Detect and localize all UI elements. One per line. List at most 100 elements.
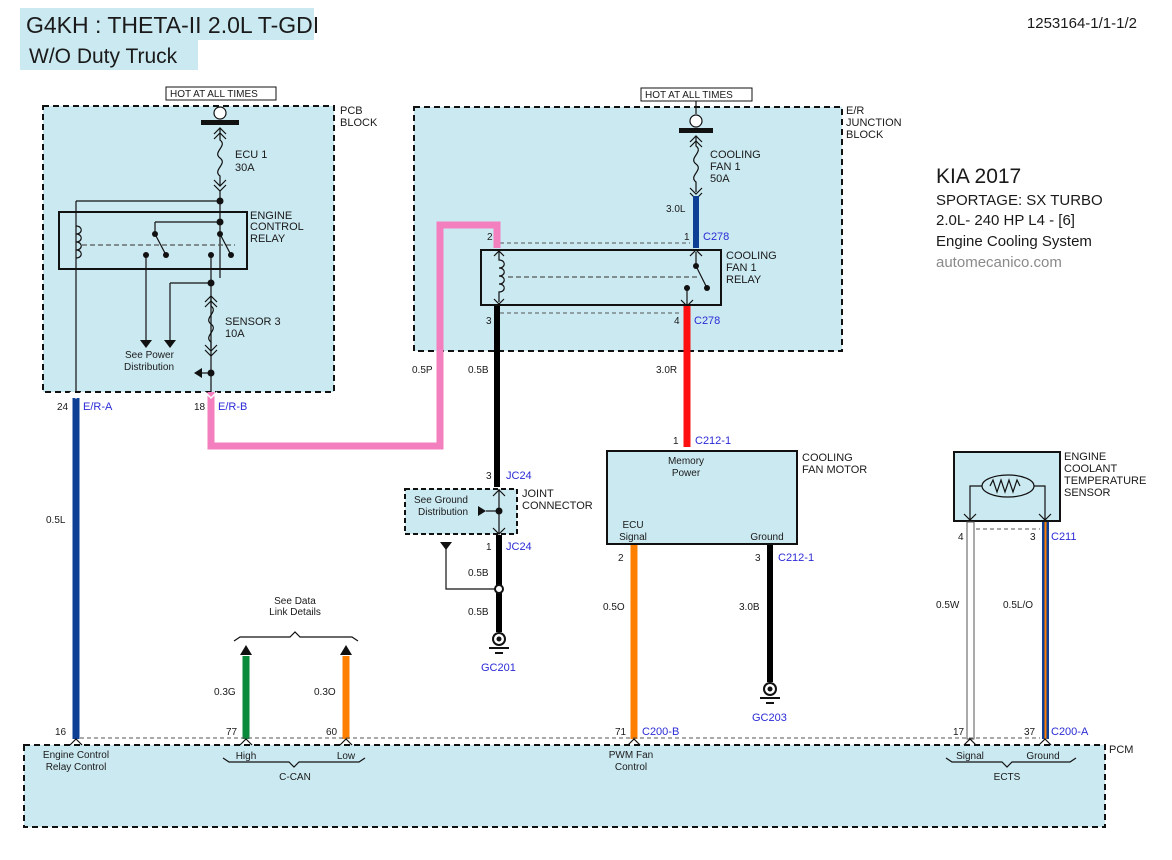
svg-text:CONNECTOR: CONNECTOR (522, 500, 593, 512)
data-link-arrow-icon (240, 645, 352, 655)
connector-jc24-bottom: JC24 (506, 541, 532, 553)
wire-gauge-label: 0.5B (468, 607, 489, 618)
svg-text:BLOCK: BLOCK (846, 129, 884, 141)
pcb-block-label: PCB (340, 105, 363, 117)
wire-gauge-label: 0.5L (46, 515, 66, 526)
svg-text:Distribution: Distribution (124, 362, 174, 373)
ects-label: ECTS (994, 772, 1021, 783)
pcb-block: PCB BLOCK HOT AT ALL TIMES ECU 1 30A (42, 86, 378, 393)
svg-text:Memory: Memory (668, 456, 704, 467)
pcm-relay-control-label: Engine Control (43, 750, 109, 761)
wire-0-5P (207, 221, 501, 450)
wire-gauge-label: 3.0R (656, 365, 677, 376)
cooling-fan1-relay (480, 249, 722, 306)
connector-c211: C211 (1051, 531, 1076, 543)
svg-text:RELAY: RELAY (726, 274, 762, 286)
svg-text:3: 3 (486, 471, 492, 482)
connector-c200-b: C200-B (642, 726, 679, 738)
diagram-title: G4KH : THETA-II 2.0L T-GDI (26, 12, 319, 38)
bus-bar (679, 128, 713, 133)
svg-text:16: 16 (55, 727, 67, 738)
ground-icon (760, 682, 780, 704)
ground-gc203: GC203 (752, 712, 787, 724)
svg-text:RELAY: RELAY (250, 233, 286, 245)
pcm-label: PCM (1109, 744, 1133, 756)
svg-text:COOLANT: COOLANT (1064, 463, 1117, 475)
vehicle-engine: 2.0L- 240 HP L4 - [6] (936, 212, 1075, 229)
wire-gauge-label: 0.3G (214, 687, 236, 698)
fuse-sensor3-label: SENSOR 3 (225, 316, 281, 328)
wire-gauge-label: 0.5P (412, 365, 433, 376)
subtitle-banner (20, 40, 198, 70)
pcm-module: PCM 16 Engine Control Relay Control 77 6… (23, 726, 1133, 828)
see-ground-distribution-ref: See Ground (414, 495, 468, 506)
svg-text:4: 4 (958, 532, 964, 543)
svg-text:1: 1 (673, 436, 679, 447)
connector-c200-a: C200-A (1051, 726, 1089, 738)
ects-ground-label: Ground (1026, 751, 1059, 762)
vehicle-model: SPORTAGE: SX TURBO (936, 192, 1103, 209)
svg-text:77: 77 (226, 727, 238, 738)
svg-text:Distribution: Distribution (418, 507, 468, 518)
joint-connector-label: JOINT (522, 488, 554, 500)
pwm-fan-control-label: PWM Fan (609, 750, 653, 761)
svg-text:FAN 1: FAN 1 (710, 161, 741, 173)
svg-text:Power: Power (672, 468, 701, 479)
ground-ref-arrow-icon (478, 506, 486, 516)
svg-text:JUNCTION: JUNCTION (846, 117, 902, 129)
hot-at-all-times-label: HOT AT ALL TIMES (645, 90, 733, 101)
diagram-subtitle: W/O Duty Truck (29, 45, 178, 68)
connector-c212-1-top: C212-1 (695, 435, 731, 447)
svg-text:Signal: Signal (619, 532, 647, 543)
hot-at-all-times-box (165, 86, 277, 101)
svg-text:18: 18 (194, 402, 206, 413)
svg-text:Ground: Ground (750, 532, 783, 543)
fuse-cooling-fan1-rating: 50A (710, 173, 730, 185)
svg-text:17: 17 (953, 727, 965, 738)
cooling-fan-motor-label: COOLING (802, 452, 853, 464)
svg-text:Control: Control (615, 762, 647, 773)
battery-terminal-icon (213, 106, 227, 120)
fuse-sensor3-rating: 10A (225, 328, 245, 340)
connector-er-b: E/R-B (218, 401, 247, 413)
svg-text:Link Details: Link Details (269, 607, 321, 618)
engine-control-relay-label: ENGINE (250, 210, 292, 222)
wire-gauge-label: 0.5B (468, 365, 489, 376)
svg-text:BLOCK: BLOCK (340, 117, 378, 129)
svg-text:60: 60 (326, 727, 338, 738)
svg-text:24: 24 (57, 402, 69, 413)
fuse-cooling-fan1-label: COOLING (710, 149, 761, 161)
power-ref-arrow-icon (164, 340, 176, 348)
fuse-icon (204, 295, 218, 357)
see-data-link-ref: See Data (274, 596, 316, 607)
ect-sensor-label: ENGINE (1064, 451, 1106, 463)
document-id: 1253164-1/1-1/2 (1027, 15, 1137, 32)
vehicle-make-year: KIA 2017 (936, 165, 1021, 188)
power-ref-arrow-icon (140, 340, 152, 348)
svg-text:FAN 1: FAN 1 (726, 262, 757, 274)
svg-text:3: 3 (486, 316, 492, 327)
see-power-distribution-ref: See Power (125, 350, 175, 361)
ects-signal-label: Signal (956, 751, 984, 762)
data-link-brace (233, 631, 359, 642)
svg-text:SENSOR: SENSOR (1064, 487, 1111, 499)
fuse-ecu1-label: ECU 1 (235, 149, 267, 161)
cooling-fan1-relay-label: COOLING (726, 250, 777, 262)
c-can-label: C-CAN (279, 772, 311, 783)
engine-coolant-temp-sensor: ENGINE COOLANT TEMPERATURE SENSOR 4 3 C2… (953, 451, 1146, 543)
ground-icon (489, 632, 509, 654)
er-junction-block: E/R JUNCTION BLOCK HOT AT ALL TIMES COOL… (413, 87, 902, 352)
svg-text:ECU: ECU (622, 520, 643, 531)
wire-gauge-label: 3.0B (739, 602, 760, 613)
svg-text:2: 2 (618, 553, 624, 564)
connector-jc24-top: JC24 (506, 470, 532, 482)
wire-gauge-label: 3.0L (666, 204, 686, 215)
vehicle-system: Engine Cooling System (936, 233, 1092, 250)
svg-text:1: 1 (486, 542, 492, 553)
svg-text:71: 71 (615, 727, 627, 738)
connector-er-a: E/R-A (83, 401, 113, 413)
title-banner (20, 8, 314, 40)
fuse-ecu1-rating: 30A (235, 162, 255, 174)
connector-c278-bottom: C278 (694, 315, 720, 327)
